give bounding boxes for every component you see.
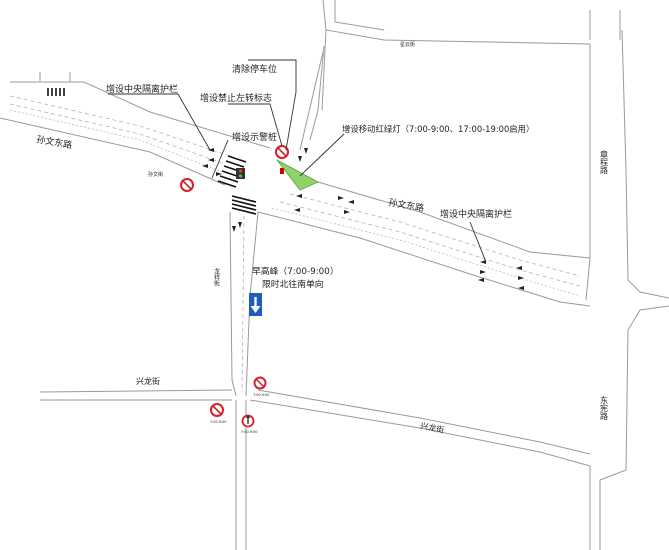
leader-median-right: [469, 221, 487, 263]
street-dongxian: 东宪路: [600, 395, 609, 420]
label-mobile-signal: 增设移动红绿灯（7:00-9:00、17:00-19:00启用）: [342, 124, 534, 134]
traffic-light-icon: [236, 168, 245, 179]
straight-only-icon: [241, 414, 255, 428]
label-peak-line2: 限时北往南单向: [262, 278, 324, 290]
signal-head-icon: [280, 168, 284, 174]
sign-label-b: 7:00-9:00: [210, 420, 226, 424]
mobile-signal-zone: [276, 159, 319, 191]
street-zhangcheng: 章程路: [600, 149, 609, 174]
no-u-turn-icon: [180, 178, 194, 192]
street-xinglong-right: 兴龙街: [420, 420, 446, 435]
leader-warning-post: [211, 139, 229, 179]
street-xingyun: 星云街: [400, 41, 415, 48]
crosswalk-center-south: [231, 195, 257, 215]
street-xinglong-left: 兴龙街: [136, 376, 160, 386]
no-left-turn-icon: [253, 376, 267, 390]
label-peak-line1: 早高峰（7:00-9:00）: [252, 265, 339, 277]
one-way-arrow-icon: [249, 293, 262, 316]
leader-no-left-turn: [228, 103, 283, 147]
sign-label-c: 7:00-9:00: [241, 430, 257, 434]
street-sunwen-left: 孙文东路: [35, 133, 73, 151]
street-sunwen-right: 孙文东路: [387, 196, 425, 214]
label-no-left-turn: 增设禁止左转标志: [200, 92, 272, 104]
xingyun-road-edge: [299, 51, 324, 151]
no-left-turn-icon: [275, 145, 289, 159]
leader-clear-parking: [248, 59, 297, 151]
leader-median-left: [108, 93, 211, 151]
label-warning-post: 增设示警桩: [232, 131, 277, 143]
sign-label-a: 7:00-9:00: [253, 393, 269, 397]
crosswalk-left: [47, 88, 65, 96]
label-median-right: 增设中央隔离护栏: [440, 208, 512, 220]
label-clear-parking: 清除停车位: [232, 63, 277, 75]
street-longxiang: 龙祥街: [213, 267, 220, 287]
label-median-left: 增设中央隔离护栏: [106, 83, 178, 95]
no-left-turn-icon: [210, 403, 224, 417]
street-small-left: 孙文街: [148, 171, 163, 178]
leader-mobile-signal: [299, 133, 345, 177]
lane-arrows: [202, 148, 524, 290]
